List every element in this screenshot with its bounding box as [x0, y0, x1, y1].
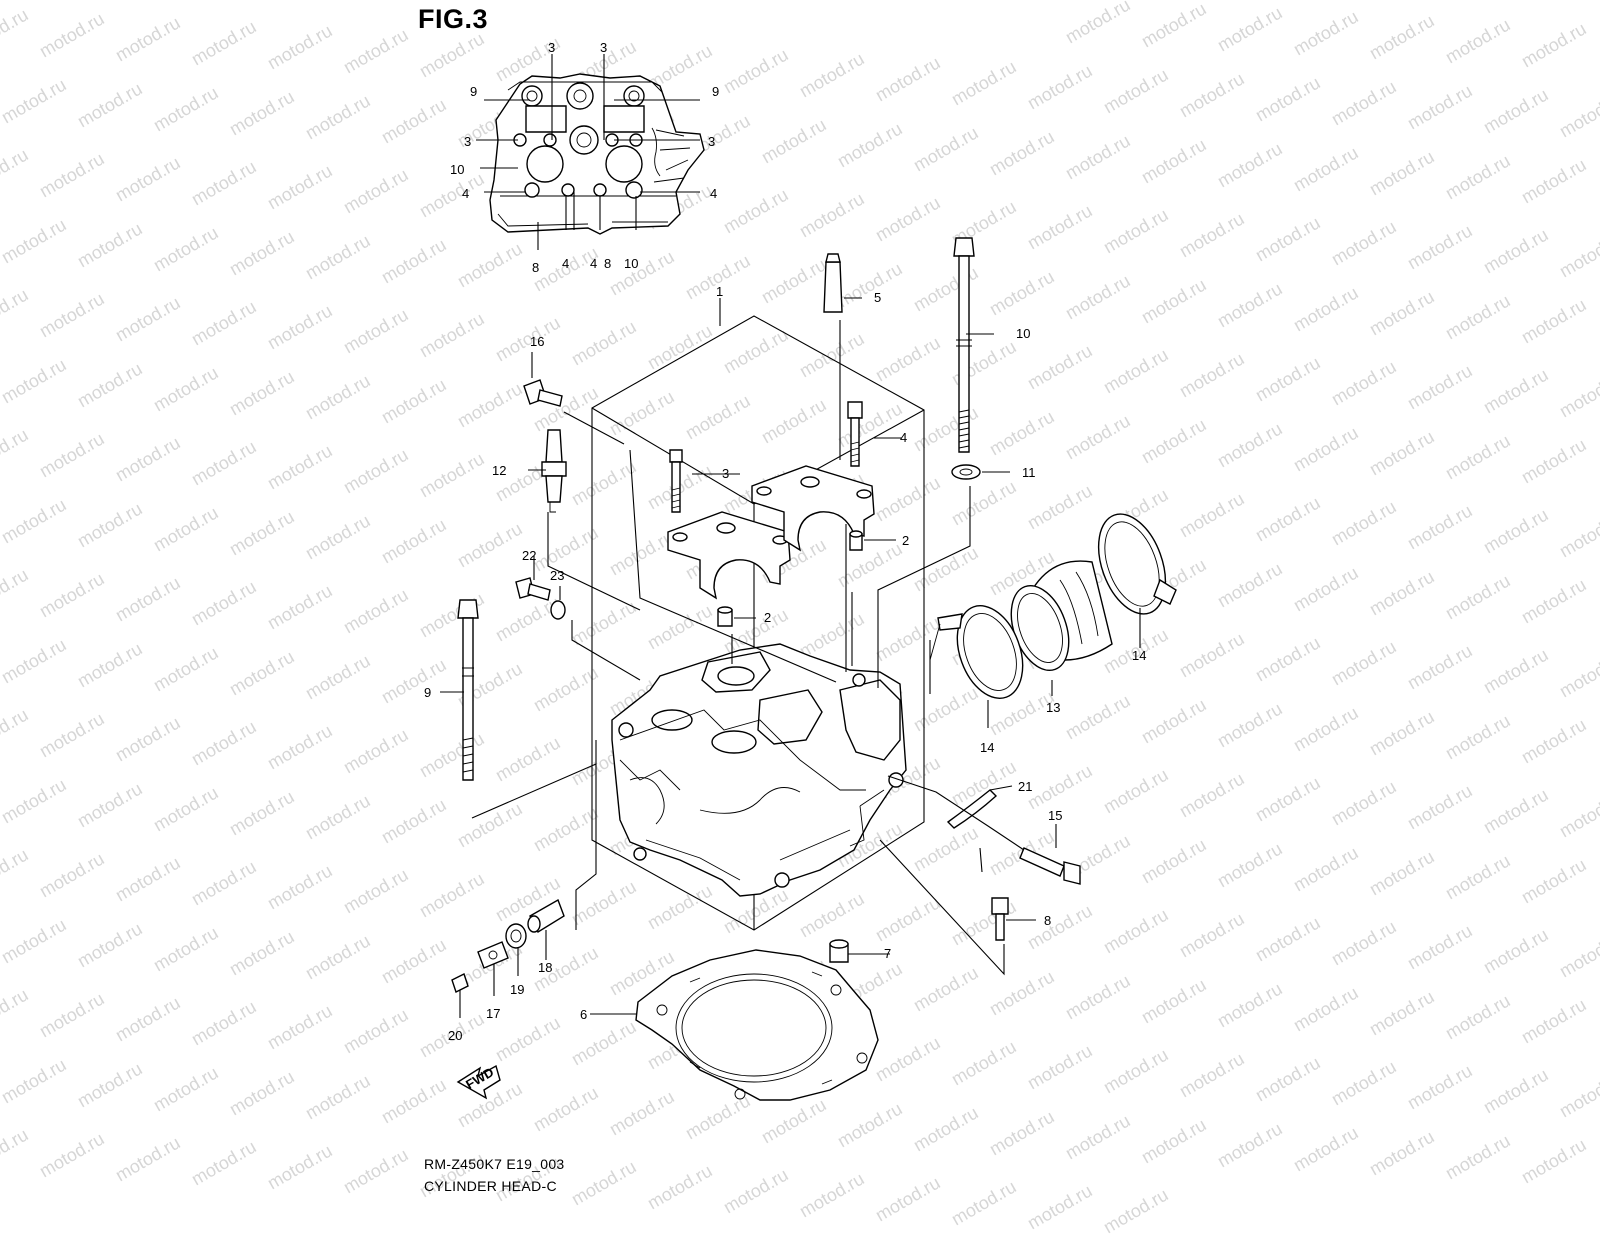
- callout-6: 6: [580, 1007, 587, 1022]
- leader-lines: [440, 54, 1141, 1100]
- callout-19: 19: [510, 982, 524, 997]
- model-code: RM-Z450K7 E19_003: [424, 1156, 565, 1172]
- exploded-view-drawing: 3 3 9 9 3 3 10 4 4 8 4 4 8 10 1 2 2 3 4 …: [424, 40, 1177, 1101]
- callout-20: 20: [448, 1028, 462, 1043]
- callout-top-4c: 4: [562, 256, 569, 271]
- callout-2a: 2: [902, 533, 909, 548]
- callout-21: 21: [1018, 779, 1032, 794]
- callout-17: 17: [486, 1006, 500, 1021]
- callout-top-10b: 10: [624, 256, 638, 271]
- callout-top-3d: 3: [708, 134, 715, 149]
- cam-cap-top-view: [489, 73, 705, 235]
- callout-15: 15: [1048, 808, 1062, 823]
- head-gasket: [635, 949, 879, 1101]
- callout-top-3b: 3: [600, 40, 607, 55]
- callout-9: 9: [424, 685, 431, 700]
- callout-14a: 14: [1132, 648, 1146, 663]
- callout-10: 10: [1016, 326, 1030, 341]
- callout-top-9a: 9: [470, 84, 477, 99]
- callout-22: 22: [522, 548, 536, 563]
- callout-top-8b: 8: [604, 256, 611, 271]
- callout-top-10a: 10: [450, 162, 464, 177]
- callout-top-9b: 9: [712, 84, 719, 99]
- section-name: CYLINDER HEAD-C: [424, 1178, 557, 1194]
- callout-top-4d: 4: [590, 256, 597, 271]
- bolts-and-fasteners: [451, 237, 1081, 993]
- callout-14b: 14: [980, 740, 994, 755]
- callout-16: 16: [530, 334, 544, 349]
- callout-8: 8: [1044, 913, 1051, 928]
- callout-top-3a: 3: [548, 40, 555, 55]
- callout-18: 18: [538, 960, 552, 975]
- cylinder-head: [611, 643, 907, 897]
- callout-23: 23: [550, 568, 564, 583]
- callout-labels: 3 3 9 9 3 3 10 4 4 8 4 4 8 10 1 2 2 3 4 …: [424, 40, 1146, 1092]
- callout-top-8a: 8: [532, 260, 539, 275]
- callout-top-4a: 4: [462, 186, 469, 201]
- callout-13: 13: [1046, 700, 1060, 715]
- callout-top-4b: 4: [710, 186, 717, 201]
- callout-11: 11: [1022, 465, 1036, 480]
- figure-title: FIG.3: [418, 4, 489, 34]
- intake-pipe-and-clamps: [929, 513, 1177, 699]
- callout-top-3c: 3: [464, 134, 471, 149]
- callout-12: 12: [492, 463, 506, 478]
- callout-2b: 2: [764, 610, 771, 625]
- callout-7: 7: [884, 946, 891, 961]
- callout-4: 4: [900, 430, 907, 445]
- callout-5: 5: [874, 290, 881, 305]
- cam-caps: [667, 465, 875, 600]
- callout-1: 1: [716, 284, 723, 299]
- callout-3: 3: [722, 466, 729, 481]
